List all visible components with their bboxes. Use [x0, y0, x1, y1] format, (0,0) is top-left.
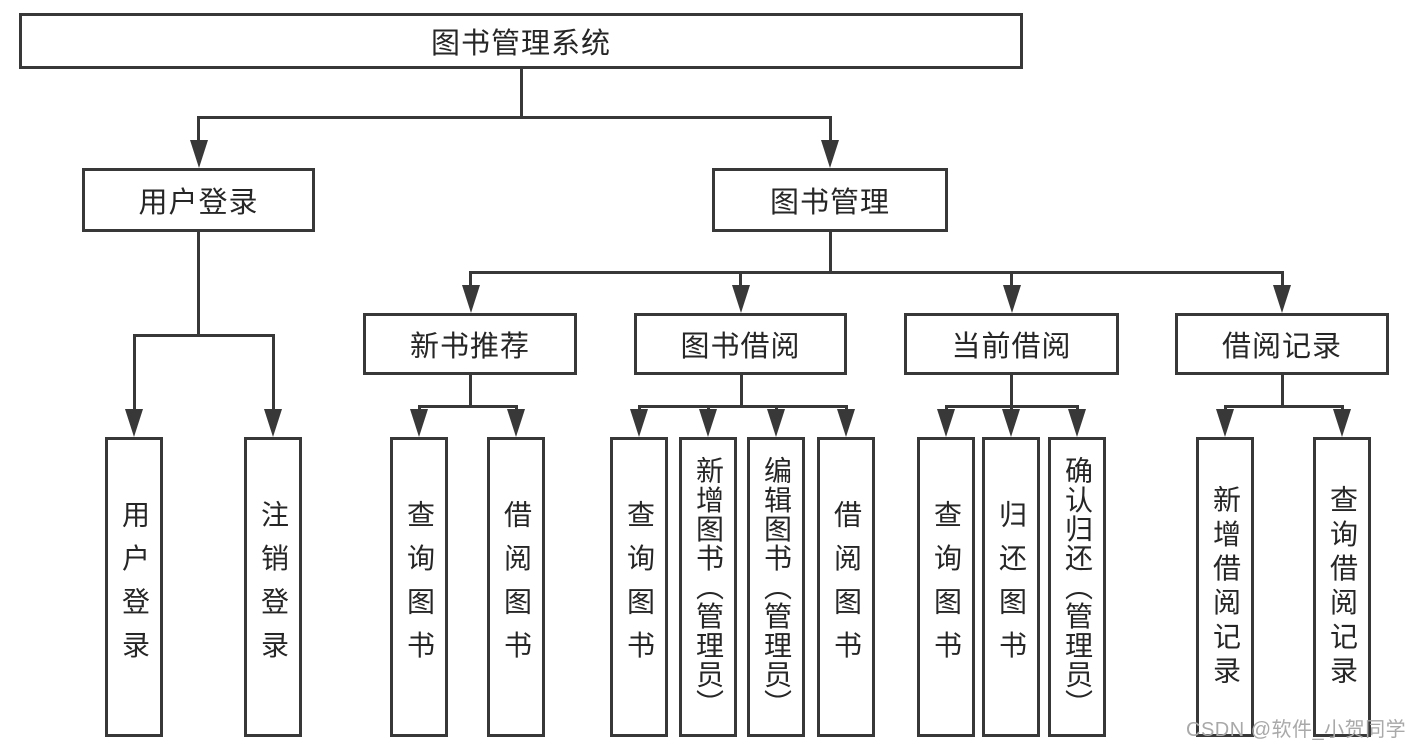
- node-root-label: 图书管理系统: [430, 28, 611, 60]
- node-root: 图书管理系统: [19, 13, 1023, 69]
- leaf-record-query-record: 查询借阅记录: [1313, 437, 1371, 737]
- leaf-current-return-book-label: 归还图书: [996, 500, 1027, 674]
- arrowhead-icon: [732, 285, 750, 313]
- arrowhead-icon: [1333, 409, 1351, 437]
- connector-borrow-bar: [638, 405, 848, 408]
- leaf-recommend-query-book-label: 查询图书: [404, 500, 435, 674]
- arrowhead-icon: [125, 409, 143, 437]
- node-user-login-label: 用户登录: [138, 187, 259, 219]
- node-book-management-label: 图书管理: [769, 187, 890, 219]
- node-book-management: 图书管理: [712, 168, 948, 232]
- leaf-borrow-borrow-book-label: 借阅图书: [831, 500, 862, 674]
- leaf-record-add-record-label: 新增借阅记录: [1210, 484, 1241, 690]
- arrowhead-icon: [1003, 285, 1021, 313]
- leaf-borrow-add-book-admin: 新增图书（管理员）: [679, 437, 737, 737]
- arrowhead-icon: [462, 285, 480, 313]
- arrowhead-icon: [507, 409, 525, 437]
- connector-current-stem: [1010, 375, 1013, 407]
- arrowhead-icon: [1273, 285, 1291, 313]
- connector-root-drop-right: [829, 116, 832, 143]
- connector-bookmgmt-drop-1: [469, 271, 472, 291]
- leaf-recommend-query-book: 查询图书: [390, 437, 448, 737]
- arrowhead-icon: [1002, 409, 1020, 437]
- arrowhead-icon: [699, 409, 717, 437]
- leaf-current-query-book-label: 查询图书: [931, 500, 962, 674]
- leaf-borrow-borrow-book: 借阅图书: [817, 437, 875, 737]
- arrowhead-icon: [1216, 409, 1234, 437]
- leaf-borrow-add-book-admin-label: 新增图书（管理员）: [693, 455, 724, 719]
- node-borrow-record-label: 借阅记录: [1221, 331, 1342, 363]
- arrowhead-icon: [767, 409, 785, 437]
- connector-root-drop-left: [197, 116, 200, 143]
- leaf-recommend-borrow-book: 借阅图书: [487, 437, 545, 737]
- connector-bookmgmt-bar: [469, 271, 1284, 274]
- node-new-book-recommend-label: 新书推荐: [409, 331, 530, 363]
- leaf-record-add-record: 新增借阅记录: [1196, 437, 1254, 737]
- connector-record-bar: [1224, 405, 1344, 408]
- arrowhead-icon: [410, 409, 428, 437]
- arrowhead-icon: [264, 409, 282, 437]
- node-user-login: 用户登录: [82, 168, 315, 232]
- connector-root-bar: [197, 116, 832, 119]
- arrowhead-icon: [190, 140, 208, 168]
- leaf-borrow-query-book: 查询图书: [610, 437, 668, 737]
- leaf-current-confirm-return-admin-label: 确认归还（管理员）: [1062, 455, 1093, 719]
- arrowhead-icon: [937, 409, 955, 437]
- leaf-logout-label: 注销登录: [258, 500, 289, 674]
- leaf-recommend-borrow-book-label: 借阅图书: [501, 500, 532, 674]
- connector-bookmgmt-drop-4: [1281, 271, 1284, 291]
- arrowhead-icon: [837, 409, 855, 437]
- leaf-borrow-query-book-label: 查询图书: [624, 500, 655, 674]
- arrowhead-icon: [1068, 409, 1086, 437]
- node-book-borrow-label: 图书借阅: [680, 331, 801, 363]
- connector-userlogin-drop-1: [133, 334, 136, 416]
- connector-userlogin-drop-2: [272, 334, 275, 416]
- csdn-watermark: CSDN @软件_小贺同学: [1186, 719, 1405, 741]
- connector-record-stem: [1281, 375, 1284, 407]
- leaf-user-login-label: 用户登录: [119, 500, 150, 674]
- leaf-logout: 注销登录: [244, 437, 302, 737]
- leaf-borrow-edit-book-admin: 编辑图书（管理员）: [747, 437, 805, 737]
- leaf-borrow-edit-book-admin-label: 编辑图书（管理员）: [761, 455, 792, 719]
- node-current-borrow-label: 当前借阅: [951, 331, 1072, 363]
- connector-userlogin-stem: [197, 232, 200, 336]
- connector-recommend-stem: [469, 375, 472, 407]
- leaf-record-query-record-label: 查询借阅记录: [1327, 484, 1358, 690]
- connector-bookmgmt-drop-2: [739, 271, 742, 291]
- node-book-borrow: 图书借阅: [634, 313, 847, 375]
- leaf-current-return-book: 归还图书: [982, 437, 1040, 737]
- leaf-current-query-book: 查询图书: [917, 437, 975, 737]
- arrowhead-icon: [630, 409, 648, 437]
- connector-borrow-stem: [740, 375, 743, 407]
- node-borrow-record: 借阅记录: [1175, 313, 1389, 375]
- leaf-user-login: 用户登录: [105, 437, 163, 737]
- arrowhead-icon: [821, 140, 839, 168]
- connector-recommend-bar: [418, 405, 518, 408]
- connector-bookmgmt-drop-3: [1010, 271, 1013, 291]
- connector-root-stem: [520, 69, 523, 119]
- node-new-book-recommend: 新书推荐: [363, 313, 577, 375]
- leaf-current-confirm-return-admin: 确认归还（管理员）: [1048, 437, 1106, 737]
- connector-bookmgmt-stem: [829, 232, 832, 273]
- connector-userlogin-bar: [133, 334, 275, 337]
- node-current-borrow: 当前借阅: [904, 313, 1119, 375]
